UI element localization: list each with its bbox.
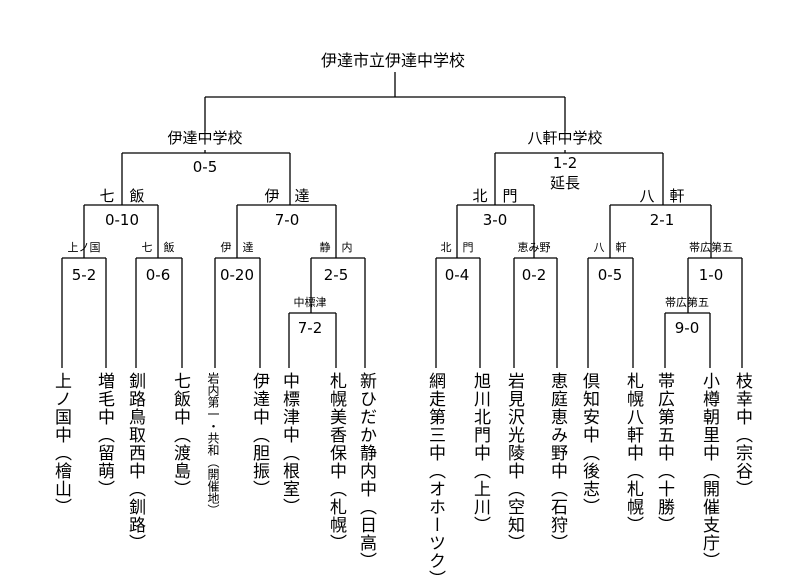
team-otaru-asari: 小樽朝里中（開催支庁） [699, 372, 719, 570]
team-abashiri-daisan: 網走第三中（オホーツク） [425, 372, 445, 588]
team-shinhidaka-shizunai: 新ひだか静内中（日高） [356, 372, 376, 570]
team-mashike: 増毛中（留萌） [94, 372, 114, 498]
r16-3-name: 伊 達 [221, 241, 254, 254]
r16-6-name: 恵み野 [518, 240, 551, 254]
r16-4-name: 静 内 [320, 240, 353, 254]
r32-1-score: 7-2 [298, 319, 323, 337]
quarter-2-name: 伊 達 [264, 187, 309, 205]
quarter-3-score: 3-0 [483, 211, 508, 229]
r32-2-name: 帯広第五 [665, 295, 709, 309]
quarter-4-name: 八 軒 [639, 187, 684, 205]
semi-right-note: 延長 [550, 174, 580, 192]
semi-right-name: 八軒中学校 [527, 129, 602, 147]
semi-left-name: 伊達中学校 [167, 129, 242, 147]
team-kushiro-tottorinishi: 釧路鳥取西中（釧路） [125, 372, 145, 552]
semi-right-score: 1-2 [553, 154, 578, 172]
r16-7-name: 八 軒 [594, 241, 627, 254]
team-sapporo-hakken: 札幌八軒中（札幌） [623, 372, 643, 534]
r16-4-score: 2-5 [324, 266, 349, 284]
r16-5-name: 北 門 [441, 241, 474, 254]
r16-8-name: 帯広第五 [689, 240, 733, 254]
team-kutchan: 倶知安中（後志） [579, 372, 599, 516]
r16-6-score: 0-2 [522, 266, 547, 284]
team-date: 伊達中（胆振） [249, 372, 269, 498]
team-sapporo-mikaho: 札幌美香保中（札幌） [326, 372, 346, 552]
r16-7-score: 0-5 [598, 266, 623, 284]
semi-left-score: 0-5 [193, 158, 218, 176]
quarter-4-score: 2-1 [650, 211, 675, 229]
champion-name: 伊達市立伊達中学校 [321, 51, 465, 70]
quarter-1-name: 七 飯 [99, 187, 144, 205]
bracket-lines: 伊達市立伊達中学校 伊達中学校 0-5 八軒中学校 1-2 延長 七 飯 0-1… [61, 51, 743, 368]
team-obihiro-daigo: 帯広第五中（十勝） [654, 372, 674, 534]
r16-1-score: 5-2 [72, 266, 97, 284]
quarter-1-score: 0-10 [105, 211, 139, 229]
team-nakashibetsu: 中標津中（根室） [279, 372, 299, 516]
r16-5-score: 0-4 [445, 266, 470, 284]
r32-2-score: 9-0 [675, 319, 700, 337]
team-kaminokuni: 上ノ国中（檜山） [51, 372, 71, 516]
r16-2-name: 七 飯 [142, 240, 175, 254]
team-iwanai-kyowa: 岩内第一・共和（開催地） [206, 372, 220, 516]
team-asahikawa-hokumon: 旭川北門中（上川） [470, 372, 490, 534]
r32-1-name: 中標津 [294, 295, 327, 309]
team-esashi: 枝幸中（宗谷） [732, 372, 752, 498]
bracket-connectors [61, 72, 743, 368]
r16-8-score: 1-0 [699, 266, 724, 284]
r16-2-score: 0-6 [146, 266, 171, 284]
tournament-bracket: 伊達市立伊達中学校 伊達中学校 0-5 八軒中学校 1-2 延長 七 飯 0-1… [51, 51, 752, 588]
quarter-3-name: 北 門 [472, 187, 517, 205]
team-nanae: 七飯中（渡島） [170, 372, 190, 498]
quarter-2-score: 7-0 [275, 211, 300, 229]
team-eniwa-megumino: 恵庭恵み野中（石狩） [547, 372, 567, 552]
team-iwamizawa-koryo: 岩見沢光陵中（空知） [504, 372, 524, 552]
r16-1-name: 上ノ国 [68, 241, 101, 254]
r16-3-score: 0-20 [220, 266, 254, 284]
